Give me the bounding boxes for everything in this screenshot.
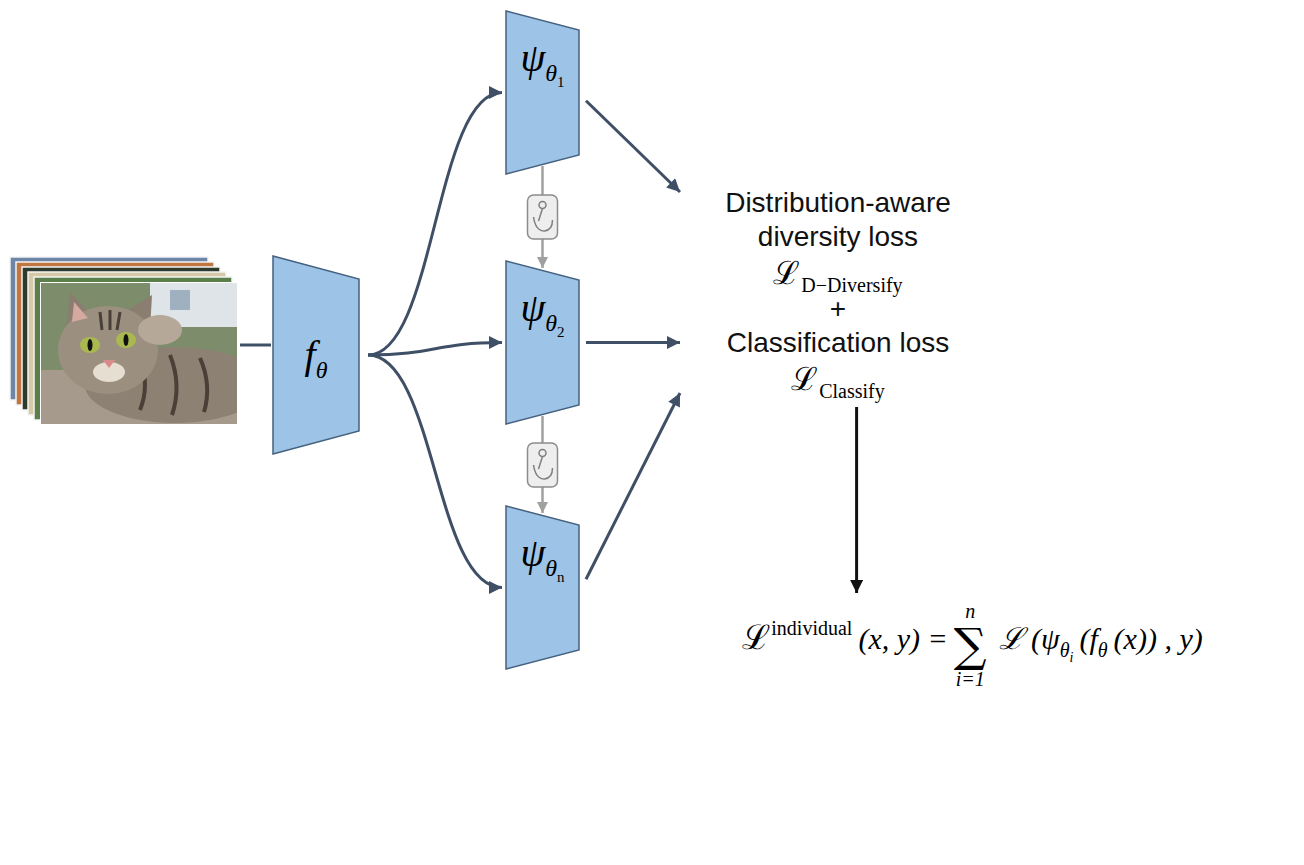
trapezoid-shape: [506, 506, 579, 669]
switch-lever: [539, 209, 543, 222]
sum-limit: n: [965, 600, 975, 622]
trapezoid-outline: [505, 10, 580, 175]
math-text: ℒ (ψ: [999, 622, 1060, 655]
subscript: θ: [545, 555, 557, 581]
cat-photo: [40, 282, 238, 425]
switch-pivot: [539, 450, 546, 457]
arrow-connector: [586, 341, 680, 344]
arrow-connector: [586, 101, 680, 192]
subscript: θ: [545, 310, 557, 336]
head-trapezoid: ψθ1: [505, 10, 580, 175]
math-text: (x, y) =: [858, 622, 947, 655]
text-line: Classification loss: [687, 326, 989, 360]
node-label: ψθ2: [520, 284, 564, 332]
trapezoid-outline: [505, 505, 580, 670]
loss-formula: ℒindividual(x, y) =n∑i=1ℒ (ψθi(fθ(x)) , …: [737, 596, 1208, 694]
loss-symbol: ℒ: [742, 619, 770, 656]
encoder-trapezoid: fθ: [272, 255, 360, 455]
text-line: fθ: [305, 331, 328, 379]
cat-eye: [116, 332, 136, 348]
text-line: Distribution-aware diversity loss: [687, 186, 989, 254]
cat-inner-ear: [72, 302, 88, 322]
subscript: 1: [557, 74, 565, 90]
text-line: ℒClassify: [687, 360, 989, 398]
input-wire: [240, 344, 271, 347]
sum-limits: n∑i=1: [954, 600, 987, 690]
math-text: (x)) , y): [1114, 622, 1203, 655]
loss-symbol: ℒ: [773, 255, 800, 291]
cat-forehead-stripes: [100, 310, 120, 330]
subscript: θ: [1098, 639, 1108, 661]
subscript: n: [557, 569, 565, 585]
photo-window: [170, 290, 190, 310]
cat-paw: [138, 315, 182, 345]
node-label: ψθn: [520, 529, 564, 577]
loss-text-block: Distribution-aware diversity lossℒD−Dive…: [683, 182, 993, 403]
loss-symbol: ℒ: [791, 361, 818, 397]
subscript: 2: [557, 324, 565, 340]
subscript: θ: [545, 60, 557, 86]
arrow-connector: [368, 93, 502, 356]
subscript: i: [1070, 650, 1074, 665]
switch-pivot: [539, 202, 546, 209]
trapezoid-outline: [505, 260, 580, 425]
node-label: fθ: [305, 331, 328, 379]
math-text: (f: [1079, 622, 1097, 655]
math-symbol: ψ: [520, 285, 545, 330]
loss-label: +: [830, 293, 846, 324]
node-label: Distribution-aware diversity lossℒD−Dive…: [687, 186, 989, 399]
text-line: ψθ2: [520, 284, 564, 332]
loss-label: Distribution-aware diversity loss: [725, 187, 951, 252]
switch-cup: [534, 465, 553, 479]
subscript: θ: [316, 357, 328, 383]
switch-frame: [528, 195, 558, 239]
head-trapezoid: ψθn: [505, 505, 580, 670]
switch-cup: [534, 217, 553, 231]
trapezoid-shape: [273, 256, 359, 454]
math-symbol: f: [305, 332, 316, 377]
text-line: ℒindividual(x, y) =n∑i=1ℒ (ψθi(fθ(x)) , …: [742, 600, 1202, 690]
switch-icon: [528, 195, 558, 239]
cat-pupil: [88, 339, 93, 351]
sum-limit: i=1: [956, 668, 985, 690]
arrow-connector: [368, 343, 502, 356]
subscript: D−Diversify: [801, 274, 902, 296]
arrow-connector: [368, 355, 502, 588]
head-trapezoid: ψθ2: [505, 260, 580, 425]
text-line: ψθ1: [520, 34, 564, 82]
cat-eye: [80, 337, 100, 353]
trapezoid-outline: [272, 255, 360, 455]
text-line: +: [687, 292, 989, 326]
superscript: individual: [771, 617, 852, 639]
text-line: ℒD−Diversify: [687, 254, 989, 292]
switch-icon: [528, 443, 558, 487]
math-symbol: ψ: [520, 530, 545, 575]
subscript: Classify: [819, 380, 885, 402]
trapezoid-shape: [506, 11, 579, 174]
cat-pupil: [124, 334, 129, 346]
math-symbol: ψ: [520, 35, 545, 80]
subscript: θ: [1060, 639, 1070, 661]
loss-label: Classification loss: [727, 327, 950, 358]
switch-frame: [528, 443, 558, 487]
switch-lever: [539, 457, 543, 470]
sum-symbol: ∑: [954, 622, 987, 668]
text-line: ψθn: [520, 529, 564, 577]
arrow-connector: [855, 407, 858, 593]
arrow-connector: [586, 393, 680, 579]
photo-border: [40, 282, 238, 425]
trapezoid-shape: [506, 261, 579, 424]
cat-nose: [103, 360, 115, 368]
node-label: ℒindividual(x, y) =n∑i=1ℒ (ψθi(fθ(x)) , …: [742, 600, 1202, 690]
node-label: ψθ1: [520, 34, 564, 82]
